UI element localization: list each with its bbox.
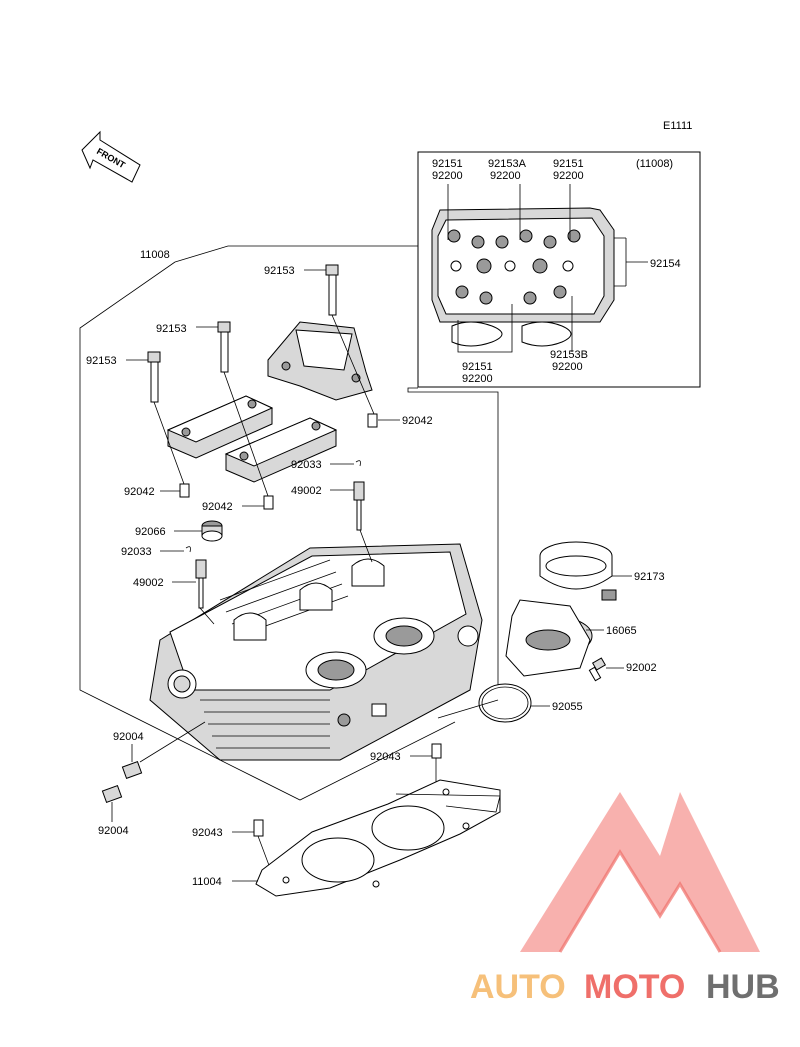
label-dowel-gasket-l: 92043 xyxy=(192,827,223,839)
holder-bolt xyxy=(588,657,607,682)
label-inset-tc-a: 92153A xyxy=(488,158,527,170)
o-ring xyxy=(478,683,532,723)
bolt-left xyxy=(147,351,161,403)
watermark-auto: AUTO xyxy=(470,968,566,1006)
label-inset-tr-b: 92200 xyxy=(553,170,584,182)
label-inset-tl-a: 92151 xyxy=(432,158,463,170)
keeper-right xyxy=(355,460,361,467)
dowel-gasket-right xyxy=(431,743,442,759)
inset-panel: (11008) 92151 92200 92153A 92200 92151 9… xyxy=(417,151,701,388)
label-bolt-top: 92153 xyxy=(264,265,295,277)
throttle-body-holder xyxy=(505,599,593,677)
label-inset-right: 92154 xyxy=(650,258,681,270)
label-oring: 92055 xyxy=(552,701,583,713)
valve-left xyxy=(195,559,207,609)
label-inset-bl-b: 92200 xyxy=(462,373,493,385)
label-seal: 92066 xyxy=(135,526,166,538)
label-gasket: 11004 xyxy=(192,876,222,888)
label-dowel-center: 92042 xyxy=(202,501,233,513)
camshaft-holder-upper xyxy=(267,321,373,401)
dowel-gasket-left xyxy=(253,819,264,837)
bolt-top xyxy=(325,264,339,316)
label-inset-bl-a: 92151 xyxy=(462,361,493,373)
label-clamp: 92173 xyxy=(634,571,665,583)
label-stud-top: 92004 xyxy=(113,731,144,743)
label-valve-right: 49002 xyxy=(291,485,322,497)
label-inset-tr-a: 92151 xyxy=(553,158,584,170)
label-head-assy: 11008 xyxy=(140,249,170,261)
label-dowel-right: 92042 xyxy=(402,415,433,427)
label-inset-tl-b: 92200 xyxy=(432,170,463,182)
inset-ref: (11008) xyxy=(636,158,673,170)
label-valve-left: 49002 xyxy=(133,577,164,589)
keeper-left xyxy=(185,546,191,553)
stud-bottom xyxy=(101,784,123,804)
watermark-moto: MOTO xyxy=(584,968,685,1006)
camshaft-cap-left xyxy=(166,395,274,459)
assembly-outline xyxy=(79,245,499,801)
label-bolt-mid: 92153 xyxy=(156,323,187,335)
cylinder-head xyxy=(149,543,483,761)
head-gasket xyxy=(255,779,501,897)
front-arrow-icon: FRONT xyxy=(81,130,141,183)
automotohub-logo: AUTO MOTO HUB xyxy=(470,792,780,1006)
label-stud-bottom: 92004 xyxy=(98,825,129,837)
diagram-code: E1111 xyxy=(663,120,692,132)
valve-right xyxy=(353,481,365,531)
label-bolt-left: 92153 xyxy=(86,355,117,367)
dowel-center xyxy=(263,495,274,510)
label-keeper-left: 92033 xyxy=(121,546,152,558)
label-dowel-left: 92042 xyxy=(124,486,155,498)
stud-top xyxy=(121,721,206,780)
label-holder: 16065 xyxy=(606,625,637,637)
hose-clamp xyxy=(539,541,617,601)
label-holder-bolt: 92002 xyxy=(626,662,657,674)
label-inset-tc-b: 92200 xyxy=(490,170,521,182)
label-keeper-right: 92033 xyxy=(291,459,322,471)
label-inset-br-a: 92153B xyxy=(550,349,588,361)
label-inset-br-b: 92200 xyxy=(552,361,583,373)
label-dowel-gasket-r: 92043 xyxy=(370,751,401,763)
bolt-mid xyxy=(217,321,231,373)
dowel-left xyxy=(179,483,190,498)
dowel-right xyxy=(367,413,378,428)
watermark-hub: HUB xyxy=(706,968,780,1006)
valve-stem-seal xyxy=(201,520,223,542)
